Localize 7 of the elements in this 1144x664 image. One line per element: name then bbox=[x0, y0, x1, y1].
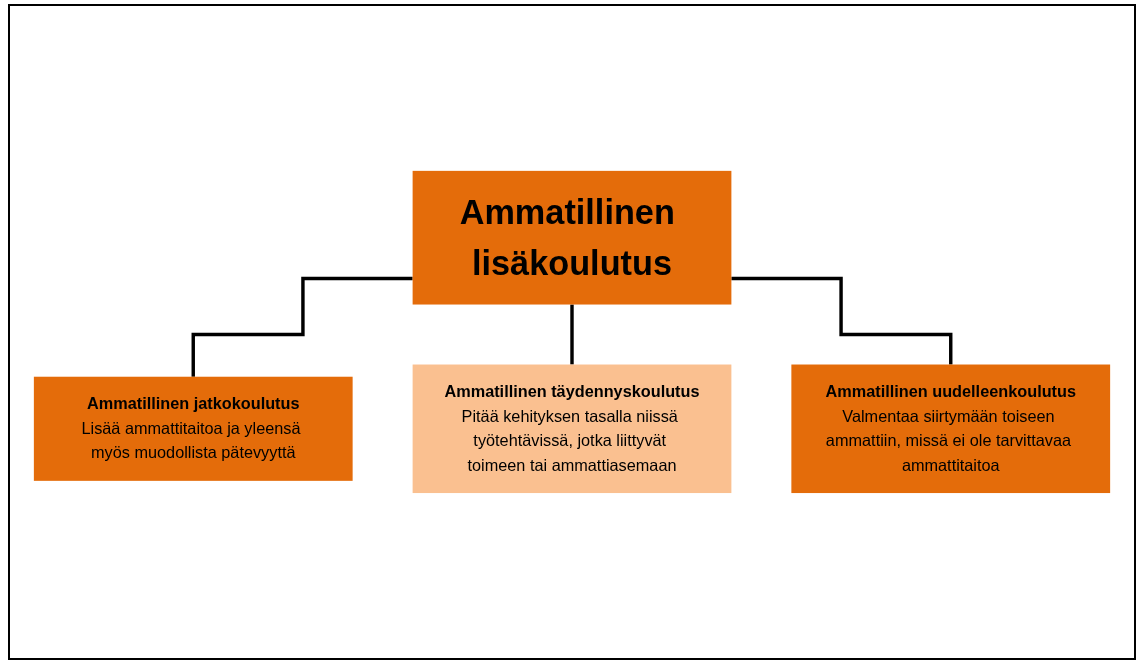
node-box: Ammatillinen täydennyskoulutus Pitää kehityksen tasalla niissä työtehtävissä, jotka liittyvät toimeen tai ammattiasemaan bbox=[412, 364, 732, 494]
connector bbox=[191, 276, 413, 379]
connector bbox=[570, 302, 574, 367]
node-box: Ammatillinen lisäkoulutus bbox=[412, 170, 732, 305]
node-box: Ammatillinen jatkokoulutus Lisää ammattitaitoa ja yleensä myös muodollista pätevyyttä bbox=[33, 376, 353, 481]
connector bbox=[731, 276, 953, 367]
node-box: Ammatillinen uudelleenkoulutus Valmentaa siirtymään toiseen ammattiin, missä ei ole tarvittavaa ammattitaitoa bbox=[791, 364, 1111, 494]
